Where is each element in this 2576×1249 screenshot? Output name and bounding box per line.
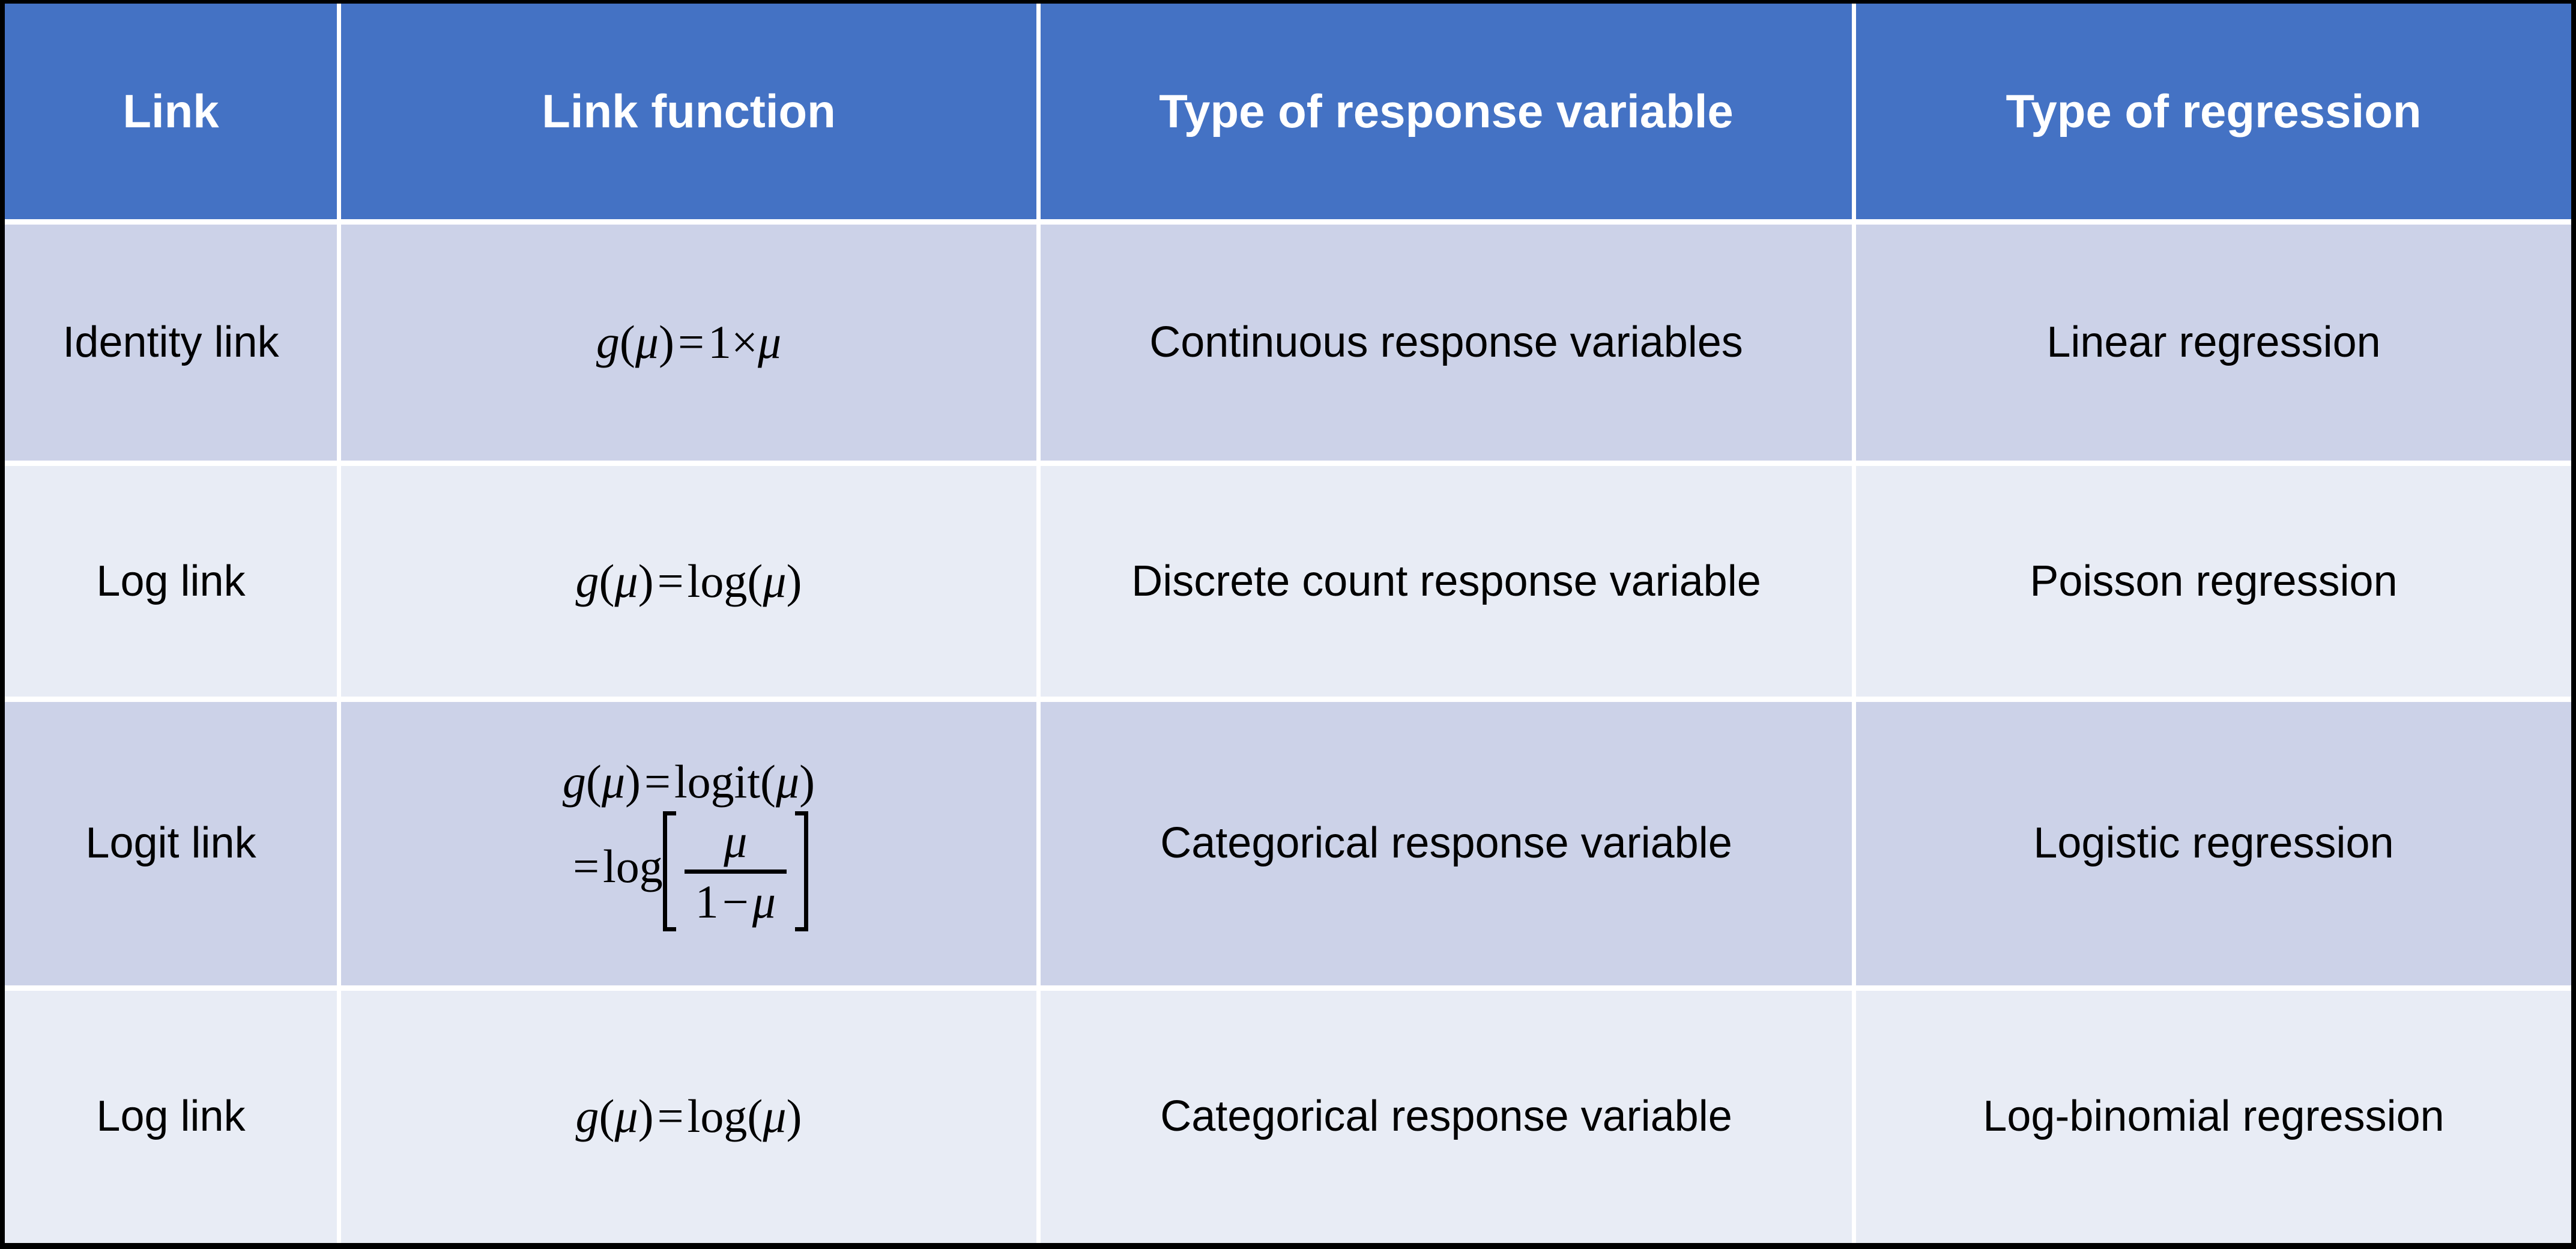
formula-token-lparen: ( xyxy=(599,554,615,607)
regression-type-text: Logistic regression xyxy=(2033,819,2394,868)
response-type-text: Categorical response variable xyxy=(1160,819,1732,868)
formula-token-g: g xyxy=(596,316,620,369)
formula-token-mu: μ xyxy=(601,755,625,808)
cell-link-function: g(μ)=log(μ) xyxy=(341,990,1041,1243)
formula-token-times: × xyxy=(731,316,758,369)
cell-regression-type: Poisson regression xyxy=(1856,466,2571,702)
denominator-token-minus: − xyxy=(722,875,749,928)
cell-link: Logit link xyxy=(5,701,341,991)
cell-link: Identity link xyxy=(5,225,341,467)
formula-token-mu2: μ xyxy=(757,316,782,369)
formula-token-equals: = xyxy=(677,316,704,369)
formula-token-equals: = xyxy=(657,554,684,607)
formula-token-rparen: ) xyxy=(638,554,654,607)
regression-type-text: Log-binomial regression xyxy=(1983,1092,2444,1141)
formula-token-log: log xyxy=(687,554,748,607)
cell-link: Log link xyxy=(5,466,341,702)
right-square-bracket xyxy=(794,811,808,932)
cell-link-function: g(μ)=logit(μ) =log μ 1−μ xyxy=(341,701,1041,991)
formula-token-mu2: μ xyxy=(775,755,800,808)
formula-token-mu2: μ xyxy=(763,1090,787,1143)
cell-response-type: Categorical response variable xyxy=(1041,701,1856,991)
formula-token-lparen2: ( xyxy=(747,1090,763,1143)
formula-token-lparen: ( xyxy=(599,1090,615,1143)
formula-token-rparen2: ) xyxy=(799,755,815,808)
formula-token-rparen: ) xyxy=(659,316,674,369)
column-header-response-type: Type of response variable xyxy=(1041,4,1856,225)
formula-token-rparen: ) xyxy=(638,1090,654,1143)
cell-link-function: g(μ)=log(μ) xyxy=(341,466,1041,702)
formula-log-link-binomial: g(μ)=log(μ) xyxy=(576,1090,802,1142)
formula-token-g: g xyxy=(575,1090,599,1143)
formula-logit-line-1: g(μ)=logit(μ) xyxy=(563,755,815,808)
column-header-link: Link xyxy=(5,4,341,225)
formula-bracketed-fraction: μ 1−μ xyxy=(662,811,808,932)
cell-link: Log link xyxy=(5,990,341,1243)
denominator-token-one: 1 xyxy=(695,875,719,928)
formula-token-lparen: ( xyxy=(619,316,635,369)
response-type-text: Continuous response variables xyxy=(1149,318,1743,367)
column-header-link-function: Link function xyxy=(341,4,1041,225)
formula-token-lparen2: ( xyxy=(747,554,763,607)
response-type-text: Categorical response variable xyxy=(1160,1092,1732,1141)
response-type-text: Discrete count response variable xyxy=(1131,557,1761,605)
formula-token-equals: = xyxy=(657,1090,684,1143)
formula-token-mu: μ xyxy=(614,554,638,607)
cell-response-type: Discrete count response variable xyxy=(1041,466,1856,702)
formula-token-mu: μ xyxy=(635,316,659,369)
odds-fraction: μ 1−μ xyxy=(676,815,795,928)
formula-token-lparen2: ( xyxy=(760,755,776,808)
formula-logit-link: g(μ)=logit(μ) =log μ 1−μ xyxy=(563,755,815,932)
header-row: Link Link function Type of response vari… xyxy=(5,4,2571,225)
fraction-denominator: 1−μ xyxy=(684,869,787,928)
cell-regression-type: Log-binomial regression xyxy=(1856,990,2571,1243)
regression-type-text: Poisson regression xyxy=(2030,557,2398,605)
formula-token-g: g xyxy=(562,755,586,808)
table-row: Logit link g(μ)=logit(μ) =log μ 1−μ xyxy=(5,701,2571,991)
formula-token-g: g xyxy=(575,554,599,607)
cell-regression-type: Logistic regression xyxy=(1856,701,2571,991)
table-row: Identity link g(μ)=1×μ Continuous respon… xyxy=(5,225,2571,467)
link-name: Log link xyxy=(96,1092,246,1141)
formula-token-rparen: ) xyxy=(625,755,641,808)
table-header: Link Link function Type of response vari… xyxy=(5,4,2571,225)
cell-regression-type: Linear regression xyxy=(1856,225,2571,467)
link-name: Log link xyxy=(96,557,246,605)
denominator-token-mu: μ xyxy=(752,875,776,928)
glm-link-function-table: Link Link function Type of response vari… xyxy=(5,4,2571,1243)
table-body: Identity link g(μ)=1×μ Continuous respon… xyxy=(5,225,2571,1243)
cell-response-type: Continuous response variables xyxy=(1041,225,1856,467)
cell-link-function: g(μ)=1×μ xyxy=(341,225,1041,467)
link-name: Identity link xyxy=(62,318,279,367)
cell-response-type: Categorical response variable xyxy=(1041,990,1856,1243)
link-name: Logit link xyxy=(85,819,256,868)
formula-token-equals2: = xyxy=(573,840,600,893)
formula-token-logit: logit xyxy=(674,755,760,808)
formula-logit-line-2: =log μ 1−μ xyxy=(563,811,815,932)
regression-type-text: Linear regression xyxy=(2046,318,2381,367)
formula-token-equals: = xyxy=(644,755,671,808)
formula-log-link: g(μ)=log(μ) xyxy=(576,555,802,607)
table-row: Log link g(μ)=log(μ) Discrete count resp… xyxy=(5,466,2571,702)
formula-token-lparen: ( xyxy=(585,755,602,808)
formula-token-one: 1 xyxy=(707,316,731,369)
formula-token-rparen2: ) xyxy=(786,1090,802,1143)
formula-token-log: log xyxy=(687,1090,748,1143)
fraction-numerator: μ xyxy=(724,814,748,867)
formula-token-mu2: μ xyxy=(763,554,787,607)
left-square-bracket xyxy=(662,811,676,932)
formula-token-mu: μ xyxy=(614,1090,638,1143)
formula-token-rparen2: ) xyxy=(786,554,802,607)
column-header-regression-type: Type of regression xyxy=(1856,4,2571,225)
formula-identity-link: g(μ)=1×μ xyxy=(596,316,781,368)
formula-token-log: log xyxy=(603,840,663,893)
table-row: Log link g(μ)=log(μ) Categorical respons… xyxy=(5,990,2571,1243)
